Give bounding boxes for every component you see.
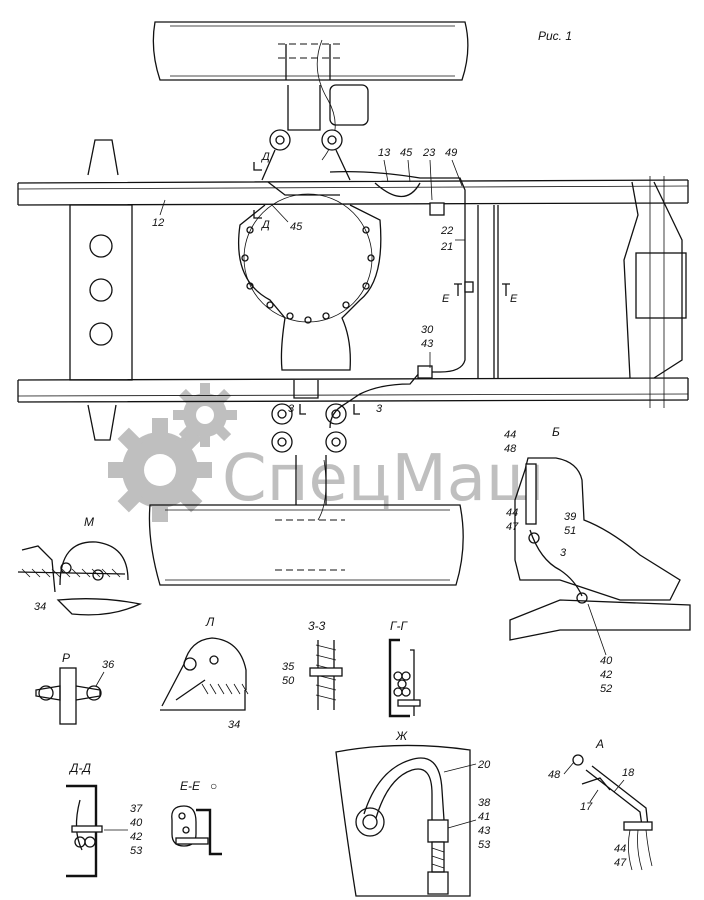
hub-bolts: [241, 226, 375, 324]
section-GG-title: Г-Г: [390, 619, 409, 633]
cut-E-left: Е: [442, 293, 450, 305]
cut-3-left: 3: [288, 403, 295, 415]
section-EE-mark: ○: [210, 779, 217, 793]
section-A-title: А: [595, 737, 604, 751]
section-B-title: Б: [552, 425, 560, 439]
front-cross-member: [69, 139, 133, 441]
cut-D-bottom: Д: [260, 219, 270, 231]
label-M-34: 34: [34, 601, 46, 613]
label-A-17: 17: [580, 801, 593, 813]
label-L-34: 34: [228, 719, 240, 731]
section-L: Л 34: [160, 615, 249, 731]
label-B-48: 48: [504, 443, 517, 455]
section-33-title: 3-3: [308, 619, 326, 633]
section-P: Р 36: [35, 651, 115, 725]
label-12: 12: [152, 217, 164, 229]
axle-housing: [237, 129, 382, 453]
top-wheel: [152, 21, 469, 161]
frame-bottom-rail: [17, 377, 689, 403]
label-B-51: 51: [564, 525, 576, 537]
label-DD-42: 42: [130, 831, 142, 843]
label-B-52: 52: [600, 683, 612, 695]
label-DD-40: 40: [130, 817, 143, 829]
section-L-title: Л: [205, 615, 215, 629]
label-33-35: 35: [282, 661, 295, 673]
label-49: 49: [445, 147, 457, 159]
label-13: 13: [378, 147, 391, 159]
label-B-47: 47: [506, 521, 519, 533]
label-43: 43: [421, 338, 434, 350]
label-30: 30: [421, 324, 434, 336]
label-Zh-53: 53: [478, 839, 491, 851]
label-B-39: 39: [564, 511, 576, 523]
label-B-44a: 44: [504, 429, 516, 441]
wiring-harness: [267, 170, 474, 429]
label-22: 22: [440, 225, 453, 237]
label-Zh-20: 20: [477, 759, 491, 771]
figure-title: Рис. 1: [538, 29, 572, 43]
section-A: А 48 18 17 44 47: [548, 737, 653, 871]
label-P-36: 36: [102, 659, 115, 671]
label-45-top: 45: [400, 147, 413, 159]
section-DD-title: Д-Д: [68, 761, 91, 775]
rear-cross-member: [623, 176, 687, 408]
section-33: 3-3 35 50: [282, 619, 343, 710]
section-M: М 34: [17, 515, 143, 616]
gear-icon: [108, 383, 237, 522]
watermark: СпецМаш: [108, 383, 544, 522]
bottom-wheel: [148, 455, 464, 586]
watermark-text: СпецМаш: [222, 442, 544, 516]
section-Zh-title: Ж: [395, 729, 408, 743]
label-Zh-38: 38: [478, 797, 491, 809]
label-45-bottom: 45: [290, 221, 303, 233]
label-Zh-41: 41: [478, 811, 490, 823]
cut-E-right: Е: [510, 293, 518, 305]
label-B-3: 3: [560, 547, 567, 559]
label-A-47: 47: [614, 857, 627, 869]
section-EE: Е-Е ○: [171, 779, 222, 856]
label-Zh-43: 43: [478, 825, 491, 837]
label-DD-53: 53: [130, 845, 143, 857]
section-EE-title: Е-Е: [180, 779, 201, 793]
section-M-title: М: [84, 515, 94, 529]
frame-top-rail: [17, 179, 689, 206]
section-DD: Д-Д 37 40 42 53: [66, 761, 143, 878]
label-B-44b: 44: [506, 507, 518, 519]
cut-D-top: Д: [260, 151, 270, 163]
label-A-44: 44: [614, 843, 626, 855]
label-33-50: 50: [282, 675, 295, 687]
label-DD-37: 37: [130, 803, 143, 815]
cut-3-right: 3: [376, 403, 383, 415]
label-23: 23: [422, 147, 436, 159]
label-21: 21: [440, 241, 453, 253]
frame-callouts: 12 13 45 23 49 22 21 45 30 43 Д Д Е Е 3 …: [152, 147, 518, 415]
label-B-42: 42: [600, 669, 612, 681]
section-B: Б 44 48 44 47 39 51 3 40 42 52: [504, 425, 691, 695]
label-B-40: 40: [600, 655, 613, 667]
label-A-48: 48: [548, 769, 561, 781]
section-P-title: Р: [62, 651, 70, 665]
label-A-18: 18: [622, 767, 635, 779]
middle-cross-member: [477, 205, 499, 378]
section-Zh: Ж 20 38 41 43 53: [335, 729, 491, 897]
section-GG: Г-Г: [388, 619, 421, 718]
